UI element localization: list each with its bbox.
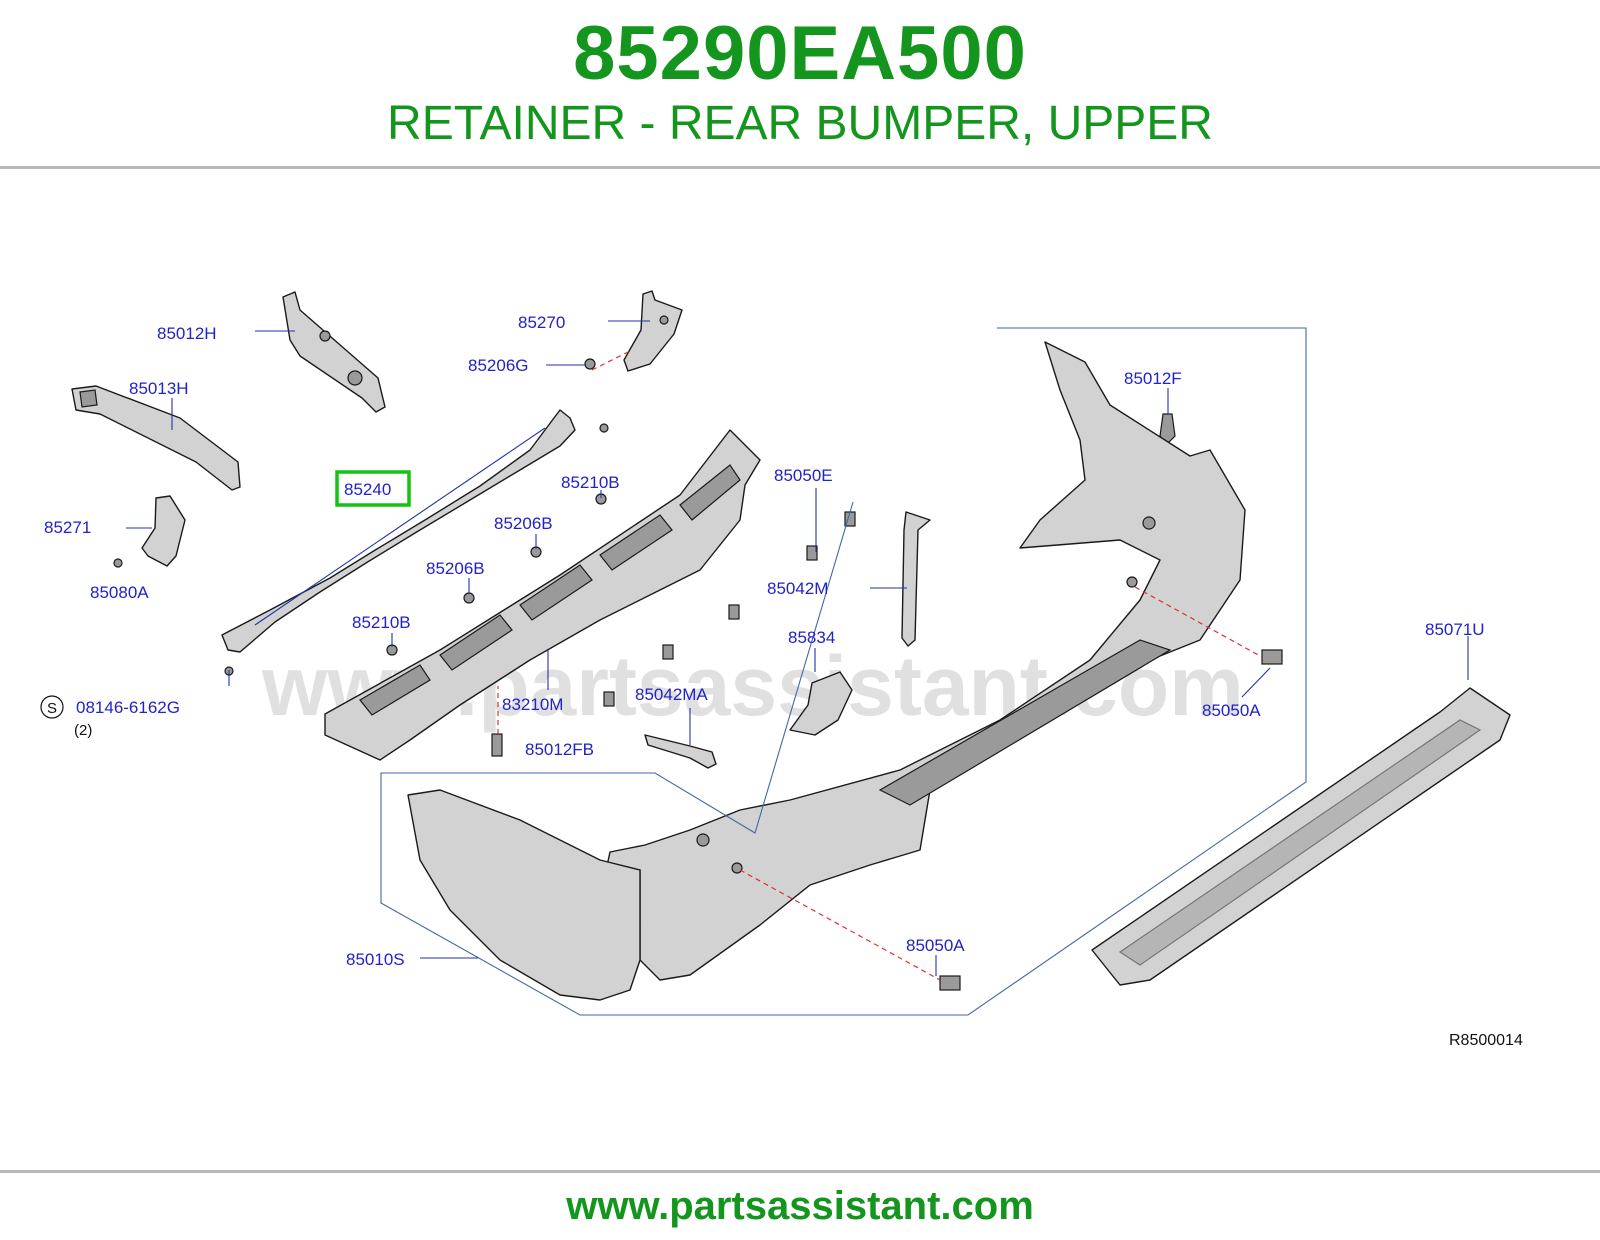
- label-85042M[interactable]: 85042M: [767, 579, 828, 598]
- label-08146-quantity: (2): [74, 722, 92, 739]
- label-85240[interactable]: 85240: [344, 480, 391, 499]
- label-85206B-upper[interactable]: 85206B: [494, 514, 553, 533]
- page-header: 85290EA500 RETAINER - REAR BUMPER, UPPER: [0, 0, 1600, 170]
- label-85270[interactable]: 85270: [518, 313, 565, 332]
- bracket-85042MA: [644, 734, 717, 769]
- leader-lines: [126, 320, 1469, 976]
- cover-85834: [789, 671, 853, 736]
- label-85012F[interactable]: 85012F: [1124, 369, 1182, 388]
- dash-85050A-lower: [739, 869, 941, 981]
- footer-divider: [0, 1170, 1600, 1173]
- bumper-fascia-85010S: [407, 341, 1246, 1001]
- group-frame-fascia: [380, 327, 1307, 1016]
- label-85271[interactable]: 85271: [44, 518, 91, 537]
- label-85010S[interactable]: 85010S: [346, 950, 405, 969]
- label-85206G[interactable]: 85206G: [468, 356, 529, 375]
- bracket-85012H: [282, 291, 386, 413]
- part-description: RETAINER - REAR BUMPER, UPPER: [387, 97, 1213, 150]
- label-85050A-lower[interactable]: 85050A: [906, 936, 965, 955]
- label-85210B-upper[interactable]: 85210B: [561, 473, 620, 492]
- label-85050A-upper[interactable]: 85050A: [1202, 701, 1261, 720]
- supply-symbol: S: [47, 700, 57, 717]
- label-85210B-lower[interactable]: 85210B: [352, 613, 411, 632]
- retainer-85240: [221, 409, 576, 653]
- label-85012H[interactable]: 85012H: [157, 324, 217, 343]
- label-85042MA[interactable]: 85042MA: [635, 685, 708, 704]
- label-85013H[interactable]: 85013H: [129, 379, 189, 398]
- label-85071U[interactable]: 85071U: [1425, 620, 1485, 639]
- header-divider: [0, 166, 1600, 169]
- label-85834[interactable]: 85834: [788, 628, 835, 647]
- label-85080A[interactable]: 85080A: [90, 583, 149, 602]
- highlight-box-85240: [335, 470, 411, 507]
- label-08146-6162G[interactable]: 08146-6162G: [76, 698, 180, 717]
- bracket-85270: [623, 290, 683, 372]
- finisher-85071U: [1091, 687, 1511, 986]
- footer-website[interactable]: www.partsassistant.com: [566, 1184, 1034, 1228]
- bracket-85013H: [71, 385, 241, 491]
- label-85206B-lower[interactable]: 85206B: [426, 559, 485, 578]
- bracket-85042M: [901, 511, 931, 647]
- absorber-83210M: [324, 429, 761, 761]
- part-number-title: 85290EA500: [573, 11, 1027, 96]
- dash-85050A-upper: [1134, 586, 1263, 658]
- dash-85270: [591, 349, 633, 371]
- bracket-85271: [141, 495, 186, 567]
- label-85050E[interactable]: 85050E: [774, 466, 833, 485]
- supply-symbol-circle: [40, 695, 64, 719]
- label-85012FB[interactable]: 85012FB: [525, 740, 594, 759]
- label-83210M[interactable]: 83210M: [502, 695, 563, 714]
- fasteners: [113, 358, 1283, 991]
- diagram-reference-code: R8500014: [1449, 1032, 1523, 1049]
